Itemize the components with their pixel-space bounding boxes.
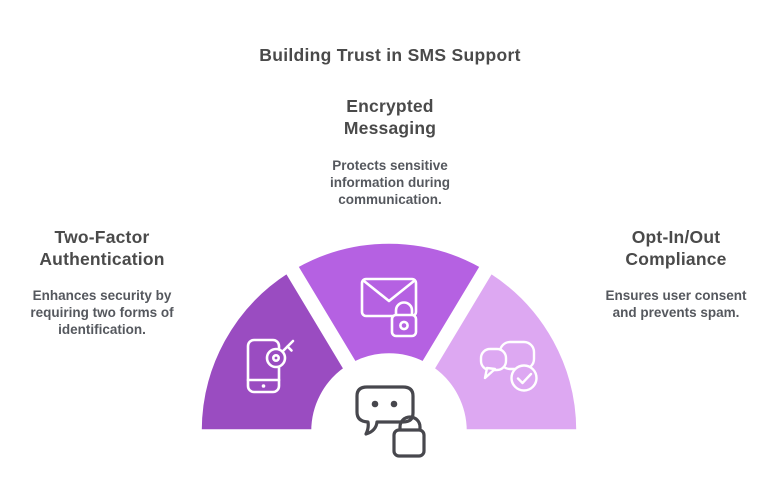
fan-segments — [198, 240, 580, 433]
chat-check-icon — [479, 340, 538, 392]
opt-in-out-description: Ensures user consent and prevents spam. — [605, 288, 747, 320]
two-factor-heading: Two-Factor Authentication — [39, 227, 165, 269]
two-factor-description: Enhances security by requiring two forms… — [30, 288, 174, 337]
envelope-lock-icon — [360, 277, 418, 338]
encrypted-messaging-heading: Encrypted Messaging — [343, 96, 437, 138]
page-title: Building Trust in SMS Support — [259, 45, 521, 65]
segment-envelope-lock — [294, 240, 484, 365]
opt-in-out-heading: Opt-In/Out Compliance — [625, 227, 727, 269]
sms-lock-icon — [355, 385, 426, 458]
encrypted-messaging-description: Protects sensitive information during co… — [330, 158, 450, 207]
phone-key-icon — [246, 338, 295, 394]
